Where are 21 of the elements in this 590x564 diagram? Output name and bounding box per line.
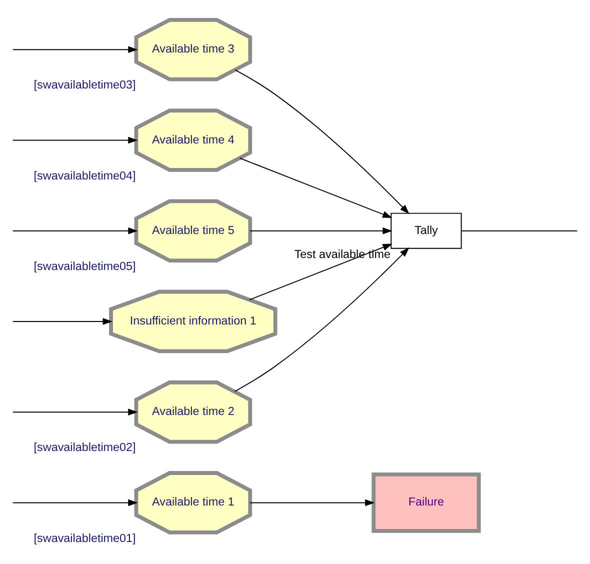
node-label: [swavailabletime03] [34, 78, 136, 92]
arrow [249, 243, 392, 300]
arrow [12, 408, 138, 416]
connector [461, 230, 578, 231]
node-label: [swavailabletime01] [34, 531, 136, 544]
arrow [12, 136, 138, 144]
node-box: Tally [390, 212, 462, 248]
arrow [12, 46, 138, 53]
arrow [12, 318, 112, 324]
arrow [239, 157, 392, 218]
arrow [234, 68, 410, 214]
node-box: Failure [372, 472, 481, 532]
node-label: [swavailabletime05] [34, 259, 136, 272]
arrow [250, 498, 375, 506]
node-label: [swavailabletime04] [34, 168, 136, 182]
node-label: Test available time [294, 247, 390, 260]
node-label: [swavailabletime02] [34, 440, 136, 454]
arrow [234, 246, 410, 392]
arrow [250, 226, 392, 234]
arrow [12, 226, 138, 234]
arrow [12, 498, 138, 506]
